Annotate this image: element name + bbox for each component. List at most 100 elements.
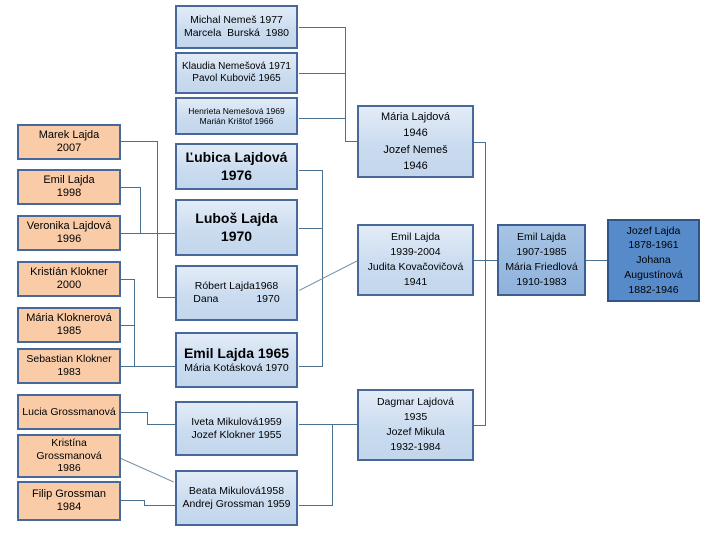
connector-segment — [586, 260, 607, 261]
node-line: 1998 — [56, 187, 82, 199]
connector-segment — [140, 233, 176, 234]
connector-segment — [121, 325, 135, 326]
node-line: Klaudia Nemešová 1971 — [182, 60, 291, 72]
connector-segment — [140, 187, 141, 234]
node-line: 2000 — [56, 279, 82, 291]
connector-segment — [134, 366, 176, 367]
person-node-iveta-mikulova[interactable]: Iveta Mikulová1959 Jozef Klokner 1955 — [175, 401, 298, 456]
node-line: 1984 — [56, 501, 82, 513]
node-line: Dagmar Lajdová — [376, 395, 455, 408]
node-line: Pavol Kubovič 1965 — [192, 73, 281, 84]
person-node-kristina-grossmanova[interactable]: Kristína Grossmanová 1986 — [17, 434, 121, 478]
connector-segment — [299, 27, 346, 28]
connector-segment — [474, 142, 486, 143]
person-node-lubica-lajdova[interactable]: Ľubica Lajdová 1976 — [175, 143, 298, 190]
connector-segment — [299, 424, 333, 425]
node-line: Kristína — [51, 436, 87, 449]
connector-segment — [299, 170, 323, 171]
node-line: Marián Krištof 1966 — [199, 116, 274, 126]
node-line: Mária Lajdová — [380, 110, 451, 123]
node-line: Johana — [636, 254, 671, 267]
connector-segment — [299, 228, 323, 229]
node-line: Kristíán Klokner — [30, 265, 108, 278]
node-line: 1878-1961 — [628, 239, 679, 252]
node-line: 1946 — [403, 127, 428, 139]
connector-segment-diagonal — [299, 256, 366, 291]
person-node-filip-grossman[interactable]: Filip Grossman 1984 — [17, 481, 121, 521]
person-node-michal-nemes[interactable]: Michal Nemeš 1977 Marcela Burská 1980 — [175, 5, 298, 49]
connector-segment — [147, 412, 148, 424]
connector-segment — [157, 141, 158, 298]
connector-segment — [121, 279, 135, 280]
person-node-beata-mikulova[interactable]: Beata Mikulová1958 Andrej Grossman 1959 — [175, 470, 298, 526]
connector-segment — [299, 118, 346, 119]
node-line: Emil Lajda — [516, 230, 567, 243]
connector-segment — [299, 366, 323, 367]
person-node-emil-lajda-1998[interactable]: Emil Lajda 1998 — [17, 169, 121, 205]
connector-segment — [134, 279, 135, 367]
node-line: Jozef Nemeš — [383, 143, 448, 156]
node-line: 2007 — [56, 142, 82, 154]
node-line: Luboš Lajda — [195, 210, 278, 227]
node-line: Emil Lajda — [390, 230, 441, 243]
node-line: Michal Nemeš 1977 — [190, 14, 283, 27]
node-line: Grossmanová — [36, 449, 102, 462]
person-node-jozef-lajda[interactable]: Jozef Lajda 1878-1961 Johana Augustínová… — [607, 219, 700, 302]
connector-segment — [332, 424, 333, 506]
node-line: Jozef Klokner 1955 — [191, 428, 282, 441]
connector-segment — [144, 505, 176, 506]
person-node-robert-lajda[interactable]: Róbert Lajda1968 Dana 1970 — [175, 265, 298, 321]
node-line: 1986 — [57, 462, 81, 475]
node-line: Beata Mikulová1958 — [188, 485, 285, 498]
node-line: 1907-1985 — [516, 245, 567, 258]
connector-segment — [147, 424, 176, 425]
person-node-veronika-lajdova[interactable]: Veronika Lajdová 1996 — [17, 215, 121, 251]
node-line: Dana 1970 — [193, 293, 280, 305]
node-line: Iveta Mikulová1959 — [191, 415, 282, 428]
node-line: Mária Friedlová — [505, 261, 578, 273]
person-node-dagmar-lajdova[interactable]: Dagmar Lajdová 1935 Jozef Mikula 1932-19… — [357, 389, 474, 461]
person-node-maria-lajdova[interactable]: Mária Lajdová 1946 Jozef Nemeš 1946 — [357, 105, 474, 178]
connector-segment — [121, 500, 145, 501]
node-line: Sebastian Klokner — [26, 353, 112, 366]
node-line: Augustínová — [624, 268, 683, 281]
node-line: Judita Kovačovičová — [367, 261, 464, 273]
node-line: Mária Kotásková 1970 — [184, 362, 289, 375]
person-node-sebastian-klokner[interactable]: Sebastian Klokner 1983 — [17, 348, 121, 384]
connector-segment — [121, 141, 158, 142]
node-line: 1970 — [220, 227, 253, 244]
node-line: 1976 — [220, 166, 253, 183]
person-node-emil-lajda-1965[interactable]: Emil Lajda 1965 Mária Kotásková 1970 — [175, 332, 298, 388]
person-node-lubos-lajda[interactable]: Luboš Lajda 1970 — [175, 199, 298, 256]
person-node-lucia-grossmanova[interactable]: Lucia Grossmanová — [17, 394, 121, 430]
node-line: 1996 — [56, 233, 82, 245]
person-node-emil-lajda-1939[interactable]: Emil Lajda 1939-2004 Judita Kovačovičová… — [357, 224, 474, 296]
person-node-marek-lajda[interactable]: Marek Lajda 2007 — [17, 124, 121, 160]
node-line: Jozef Lajda — [626, 224, 681, 237]
connector-segment — [299, 505, 333, 506]
node-line: Emil Lajda — [43, 173, 95, 186]
node-line: 1939-2004 — [390, 245, 441, 258]
person-node-maria-kloknerova[interactable]: Mária Kloknerová 1985 — [17, 307, 121, 343]
connector-segment — [474, 260, 498, 261]
connector-segment — [485, 142, 486, 426]
node-line: 1983 — [57, 366, 81, 378]
node-line: Andrej Grossman 1959 — [182, 498, 291, 510]
connector-segment — [474, 425, 486, 426]
node-line: 1941 — [403, 276, 428, 289]
node-line: 1985 — [56, 325, 82, 337]
person-node-klaudia-nemesova[interactable]: Klaudia Nemešová 1971 Pavol Kubovič 1965 — [175, 52, 298, 94]
person-node-emil-lajda-1907[interactable]: Emil Lajda 1907-1985 Mária Friedlová 191… — [497, 224, 586, 296]
connector-segment — [121, 187, 141, 188]
person-node-kristian-klokner[interactable]: Kristíán Klokner 2000 — [17, 261, 121, 297]
connector-segment — [121, 412, 148, 413]
connector-segment — [345, 141, 358, 142]
connector-segment — [144, 500, 145, 505]
node-line: Emil Lajda 1965 — [183, 345, 290, 362]
connector-segment — [332, 424, 358, 425]
node-line: 1910-1983 — [516, 276, 567, 289]
connector-segment — [299, 73, 346, 74]
node-line: Filip Grossman — [32, 487, 106, 500]
person-node-henrieta-nemesova[interactable]: Henrieta Nemešová 1969 Marián Krištof 19… — [175, 97, 298, 135]
